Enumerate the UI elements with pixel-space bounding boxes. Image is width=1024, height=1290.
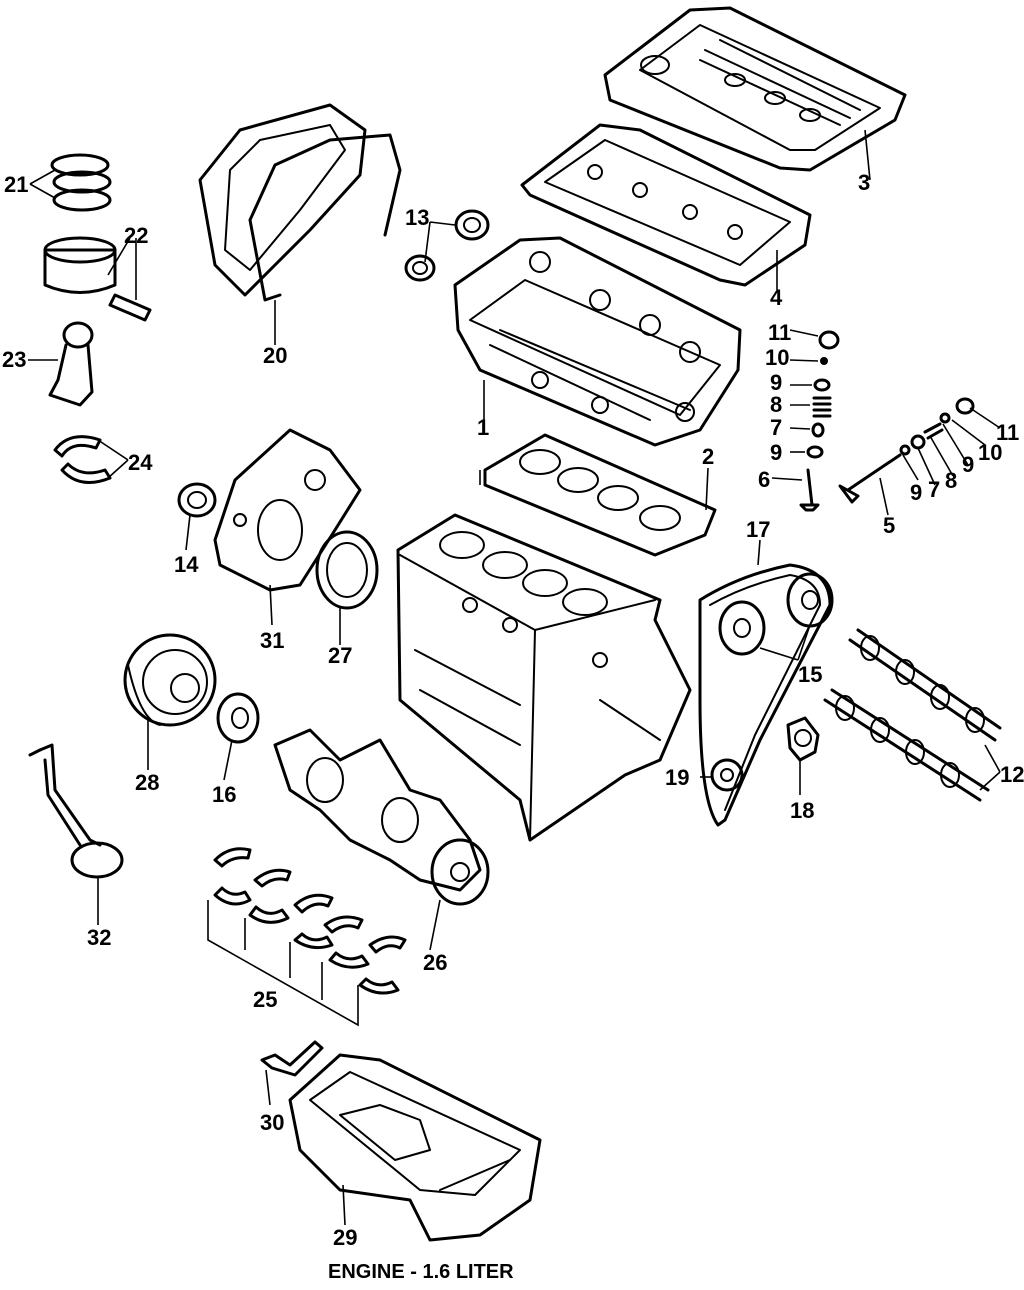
callout-16: 16 [212, 782, 236, 807]
idler-pulley[interactable] [710, 758, 744, 792]
valve-stem-seal[interactable] [811, 422, 825, 438]
callout-8b: 8 [945, 468, 957, 493]
callout-6: 6 [758, 467, 770, 492]
crankshaft[interactable] [273, 728, 490, 906]
connecting-rod[interactable] [48, 321, 94, 407]
camshafts[interactable] [823, 628, 1002, 802]
callout-31: 31 [260, 628, 284, 653]
piston[interactable] [43, 236, 152, 322]
crankshaft-sprocket[interactable] [216, 692, 260, 744]
callout-14: 14 [174, 552, 199, 577]
head-gasket[interactable] [483, 433, 717, 557]
callout-17: 17 [746, 517, 770, 542]
belt-tensioner[interactable] [786, 716, 820, 762]
callout-29: 29 [333, 1225, 357, 1250]
oil-pump[interactable] [213, 428, 362, 592]
callout-26: 26 [423, 950, 447, 975]
callout-11b: 11 [996, 420, 1019, 445]
rear-main-seal[interactable] [315, 530, 379, 610]
callout-10a: 10 [765, 345, 789, 370]
callout-28: 28 [135, 770, 159, 795]
valve-spring[interactable] [812, 396, 832, 418]
diagram-caption: ENGINE - 1.6 LITER [328, 1261, 514, 1283]
timing-belt[interactable] [698, 563, 832, 827]
callout-12: 12 [1000, 762, 1024, 787]
valve-lifter[interactable] [818, 330, 840, 350]
callout-10b: 10 [978, 440, 1002, 465]
rod-bearings[interactable] [53, 435, 112, 484]
crankshaft-pulley[interactable] [123, 633, 217, 727]
callout-4: 4 [770, 285, 783, 310]
callout-23: 23 [2, 347, 26, 372]
callout-5: 5 [883, 513, 895, 538]
callout-20: 20 [263, 343, 287, 368]
exhaust-valve-train[interactable] [899, 397, 975, 456]
callout-8a: 8 [770, 392, 782, 417]
callout-7b: 7 [928, 477, 940, 502]
callout-19: 19 [665, 765, 689, 790]
leader-lines [28, 129, 1001, 1226]
valve-cover-gasket[interactable] [520, 123, 812, 287]
callout-9d: 9 [962, 452, 974, 477]
callout-3: 3 [858, 170, 870, 195]
callout-9a: 9 [770, 370, 782, 395]
oil-pickup[interactable] [28, 743, 124, 879]
callout-1: 1 [477, 415, 489, 440]
callout-11a: 11 [768, 320, 791, 345]
callout-15: 15 [798, 662, 822, 687]
callout-18: 18 [790, 798, 814, 823]
callout-32: 32 [87, 925, 111, 950]
callout-21: 21 [4, 172, 28, 197]
oil-pan-gasket[interactable] [260, 1040, 324, 1077]
oil-pan[interactable] [288, 1053, 542, 1242]
valve-spring-retainer[interactable] [813, 378, 831, 392]
callout-27: 27 [328, 643, 352, 668]
callout-22: 22 [124, 223, 148, 248]
engine-block[interactable] [396, 513, 692, 842]
piston-rings[interactable] [50, 153, 112, 212]
callout-2: 2 [702, 444, 714, 469]
callout-7a: 7 [770, 415, 782, 440]
valve-cover[interactable] [603, 6, 907, 172]
callout-24: 24 [128, 450, 153, 475]
timing-belt-cover[interactable] [198, 103, 402, 302]
spring-seat[interactable] [806, 445, 824, 459]
main-bearings[interactable] [213, 847, 407, 995]
callout-30: 30 [260, 1110, 284, 1135]
valve-lash-adjuster[interactable] [820, 357, 828, 365]
callout-13: 13 [405, 205, 429, 230]
front-crank-seal[interactable] [177, 482, 217, 518]
cylinder-head[interactable] [453, 236, 742, 447]
callout-9b: 9 [770, 440, 782, 465]
intake-valve[interactable] [799, 468, 820, 512]
callout-9c: 9 [910, 480, 922, 505]
callout-25: 25 [253, 987, 277, 1012]
camshaft-seal[interactable] [404, 209, 490, 282]
exhaust-valve[interactable] [838, 453, 902, 504]
